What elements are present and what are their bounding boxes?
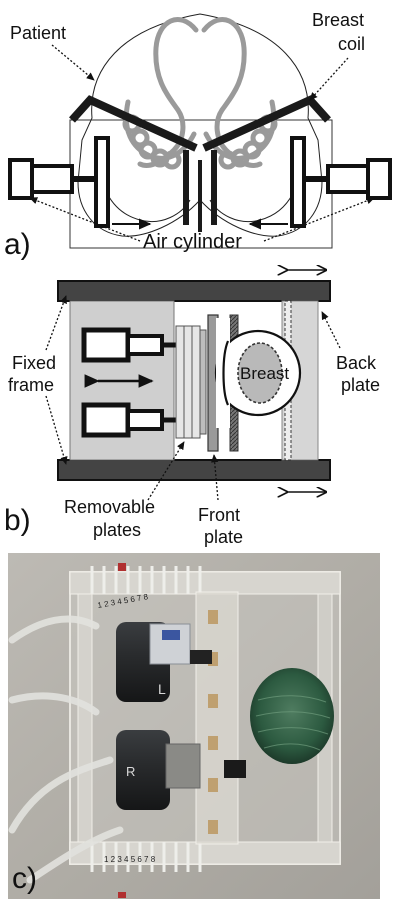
- panel-a-letter: a): [4, 228, 31, 261]
- air-tubes: [8, 615, 124, 884]
- comb-teeth-bottom: [90, 842, 202, 872]
- panel-c-letter: c): [12, 862, 37, 895]
- left-air-cylinder: [8, 136, 110, 228]
- front-plate-pointer: [211, 454, 219, 501]
- breast-phantom: [250, 668, 334, 764]
- fixed-frame-label-line2: frame: [8, 375, 54, 395]
- acrylic-rail-left: [77, 593, 93, 843]
- removable-plates-label-line2: plates: [93, 520, 141, 540]
- photo-plate-stack: [195, 591, 239, 845]
- coil-pointer: [309, 57, 349, 101]
- removable-plates-pointer: [147, 441, 185, 501]
- fixed-frame-bottom-bar: [57, 459, 331, 481]
- removable-plate-1: [175, 325, 185, 439]
- right-air-cylinder: [290, 136, 392, 228]
- panel-b: Breast Fixed frame Back plate Removable …: [4, 270, 380, 547]
- breast-coil: [122, 17, 278, 170]
- back-plate-pointer: [321, 311, 341, 349]
- removable-plate-2: [183, 325, 193, 439]
- comb-teeth-top: [90, 566, 202, 594]
- photo-cylinder-top-mark: L: [158, 681, 166, 697]
- front-plate-label-line2: plate: [204, 527, 243, 547]
- compression-plates: [69, 95, 331, 152]
- red-mark-bottom: [118, 892, 126, 898]
- acrylic-top-bar: [69, 571, 341, 595]
- breast-label: Breast: [240, 364, 289, 383]
- air-cylinder-pointer-right: [263, 197, 375, 242]
- air-cylinder-pointer-left: [29, 197, 141, 242]
- patient-pointer: [51, 44, 95, 81]
- photo-plate-pegs: [208, 610, 218, 834]
- upper-cylinder: [81, 327, 176, 363]
- photo-cylinder-bottom: R: [116, 730, 246, 810]
- lower-cylinder: [81, 402, 176, 438]
- back-plate-label-line1: Back: [336, 353, 377, 373]
- red-mark-top: [118, 563, 126, 571]
- ruler-bottom: 1 2 3 4 5 6 7 8: [104, 855, 156, 864]
- breast-coil-label-line1: Breast: [312, 10, 364, 30]
- fixed-frame-label-line1: Fixed: [12, 353, 56, 373]
- breast-phantom-texture: [255, 695, 331, 751]
- removable-plate-4: [199, 329, 207, 435]
- patient-label: Patient: [10, 23, 66, 43]
- panel-a: Patient Breast coil Air cylinder a): [4, 10, 392, 261]
- panel-c-photo: L R 1 2 3 4 5 6 7 8 1 2 3 4 5 6 7 8 c): [8, 553, 380, 899]
- breast-coil-label-line2: coil: [338, 34, 365, 54]
- back-plate-label-line2: plate: [341, 375, 380, 395]
- breast-inner: [237, 342, 283, 404]
- air-cylinder-label: Air cylinder: [143, 231, 242, 253]
- front-plate-label-line1: Front: [198, 505, 240, 525]
- photo-cylinder-bottom-mark: R: [126, 764, 135, 779]
- photo-cylinder-top: L: [116, 622, 212, 702]
- removable-plate-3: [191, 325, 201, 439]
- fixed-frame-pointer-bottom: [45, 395, 68, 465]
- panel-b-letter: b): [4, 504, 31, 537]
- removable-plates-label-line1: Removable: [64, 497, 155, 517]
- fixed-frame-pointer-top: [45, 295, 67, 351]
- fixed-frame-top-bar: [57, 280, 331, 302]
- breast-edge: [222, 340, 230, 406]
